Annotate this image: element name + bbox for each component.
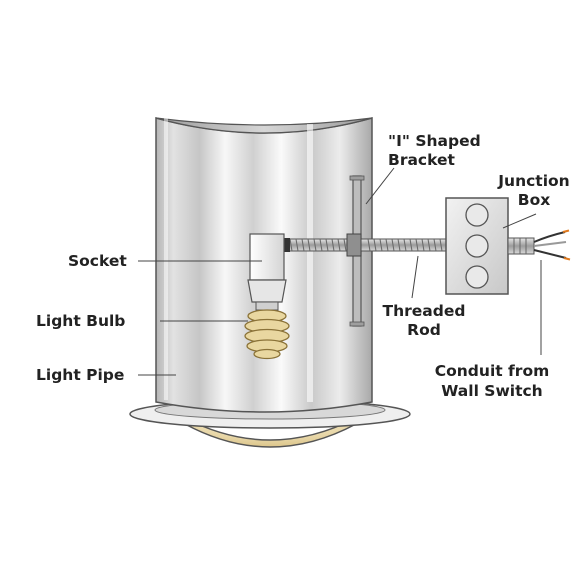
leader-threaded-rod — [411, 255, 419, 299]
label-junction-line2: Box — [517, 191, 551, 209]
conduit — [507, 229, 571, 261]
bracket-top-flange — [349, 175, 365, 181]
pipe-highlight-2 — [307, 124, 313, 402]
knockout-bottom — [465, 265, 489, 289]
bracket-bottom-flange — [349, 321, 365, 327]
light-bulb — [244, 301, 290, 360]
label-i-bracket-line1: "I" Shaped — [388, 132, 481, 150]
wire-tip-orange-2 — [563, 257, 571, 261]
bulb-coil — [253, 348, 281, 360]
rod-nut — [346, 233, 362, 257]
socket-collar — [247, 279, 287, 303]
conduit-ridges — [513, 238, 527, 254]
socket — [247, 233, 287, 303]
wire-black — [533, 231, 566, 243]
junction-box — [445, 197, 509, 295]
leader-i-bracket — [365, 167, 395, 205]
label-socket: Socket — [68, 252, 127, 270]
conduit-fitting — [507, 237, 535, 255]
label-conduit-line2: Wall Switch — [441, 382, 543, 400]
label-conduit-line1: Conduit from — [434, 362, 550, 380]
label-junction-line1: Junction — [498, 172, 570, 190]
pipe-highlight — [164, 118, 168, 400]
label-threaded-line2: Rod — [407, 321, 441, 339]
knockout-middle — [465, 234, 489, 258]
label-i-bracket-line2: Bracket — [388, 151, 455, 169]
bulb-base — [255, 301, 279, 311]
rod-end-fitting — [284, 238, 290, 252]
pipe-top-rim — [155, 117, 373, 134]
wire-tip-orange — [562, 229, 570, 233]
label-light-pipe: Light Pipe — [36, 366, 125, 384]
label-threaded-line1: Threaded — [382, 302, 466, 320]
leader-junction-box — [502, 213, 537, 229]
knockout-top — [465, 203, 489, 227]
wire-white — [533, 241, 567, 247]
rod-threads — [289, 238, 443, 252]
wire-black-2 — [533, 249, 567, 259]
socket-body — [249, 233, 285, 281]
threaded-rod — [283, 233, 449, 257]
label-light-bulb: Light Bulb — [36, 312, 126, 330]
leader-lines — [138, 167, 542, 376]
